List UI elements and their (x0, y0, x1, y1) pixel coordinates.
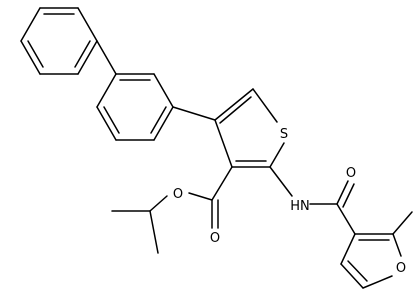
bond (211, 166, 233, 201)
aromatic-double-bond (74, 40, 91, 68)
isopropyl-methyl-bond (149, 210, 159, 254)
aromatic-double-bond (103, 106, 120, 134)
furan-ring (340, 211, 413, 289)
amide-nitrogen-label: HN (290, 199, 310, 214)
bond (96, 73, 117, 108)
ring-double-bond (219, 96, 252, 124)
biaryl-bond (96, 40, 117, 75)
phenylene-ring (96, 73, 174, 141)
ester-group (111, 166, 233, 254)
bond (77, 7, 98, 42)
bond (20, 40, 41, 75)
amide-group (269, 166, 356, 235)
sulfur-atom-label: S (280, 127, 288, 142)
bond (340, 263, 364, 289)
aromatic-double-bond (27, 40, 44, 68)
bond (340, 233, 356, 265)
thiophene-ring (214, 88, 285, 168)
bond (188, 192, 213, 201)
carbonyl-double-bond (336, 180, 349, 205)
bond (153, 73, 174, 108)
bond (149, 195, 168, 212)
terminal-phenyl-ring (20, 7, 98, 75)
methyl-bond (392, 211, 413, 235)
carbonyl-double-bond (342, 183, 355, 208)
bond (362, 275, 393, 289)
bond (336, 203, 356, 235)
bond (153, 106, 174, 141)
bond (392, 233, 402, 257)
ring-double-bond (347, 260, 368, 282)
bond (252, 88, 278, 123)
bond (269, 166, 293, 197)
aryl-thiophene-bond (172, 106, 216, 121)
furan-oxygen-label: O (396, 261, 406, 276)
bond (269, 142, 285, 168)
ester-oxygen-label: O (173, 187, 183, 202)
bond (214, 88, 254, 121)
aromatic-double-bond (150, 106, 167, 134)
ester-carbonyl-oxygen-label: O (210, 231, 220, 246)
bond (20, 7, 41, 42)
bond (96, 106, 117, 141)
bond (77, 40, 98, 75)
bond (214, 119, 233, 168)
amide-carbonyl-oxygen-label: O (346, 166, 356, 181)
